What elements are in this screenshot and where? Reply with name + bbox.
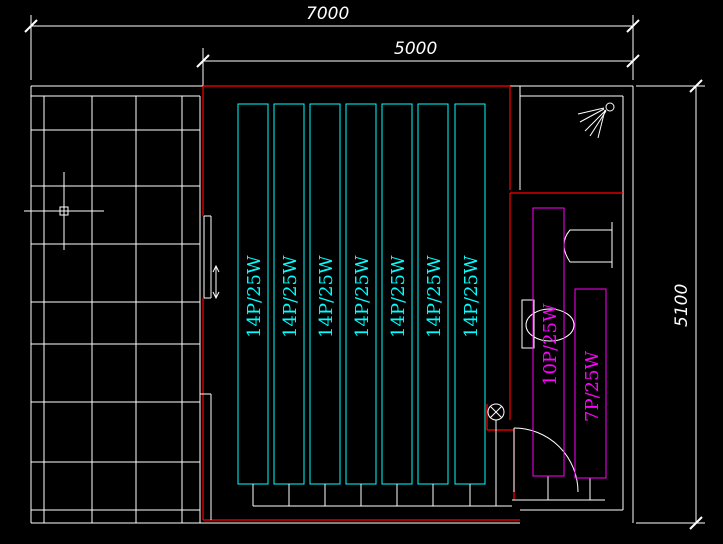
sink-icon — [563, 222, 613, 268]
room-walls — [202, 85, 623, 521]
heater-panel-label: 10P/25W — [540, 303, 561, 386]
heater-panel-label: 14P/25W — [280, 255, 301, 338]
heater-panel-label: 14P/25W — [388, 255, 409, 338]
crosshair-marker — [24, 172, 104, 250]
exterior-tile-grid — [31, 96, 201, 523]
room-width-label: 5000 — [394, 39, 437, 59]
shower-icon — [577, 102, 615, 139]
heater-panel — [574, 288, 607, 479]
heater-panel-label: 7P/25W — [582, 350, 603, 422]
heater-panel-label: 14P/25W — [244, 255, 265, 338]
dimension-room-height — [636, 79, 705, 530]
magenta-heater-panels — [532, 207, 607, 479]
entry-door — [203, 215, 220, 300]
heater-panel — [532, 207, 565, 477]
dimension-overall-width — [24, 15, 640, 80]
room-height-label: 5100 — [672, 284, 692, 327]
heater-panel-label: 14P/25W — [424, 255, 445, 338]
exterior-wall-gap — [200, 393, 212, 520]
toilet-icon — [521, 299, 575, 349]
panel-wiring — [252, 420, 605, 507]
overall-width-label: 7000 — [306, 4, 349, 24]
bathroom-door-swing — [513, 427, 579, 493]
cyan-panel-labels: 14P/25W 14P/25W 14P/25W 14P/25W 14P/25W … — [244, 255, 482, 338]
heater-panel-label: 14P/25W — [316, 255, 337, 338]
heater-panel-label: 14P/25W — [461, 255, 482, 338]
heater-panel-label: 14P/25W — [352, 255, 373, 338]
thermostat-icon — [487, 403, 505, 421]
